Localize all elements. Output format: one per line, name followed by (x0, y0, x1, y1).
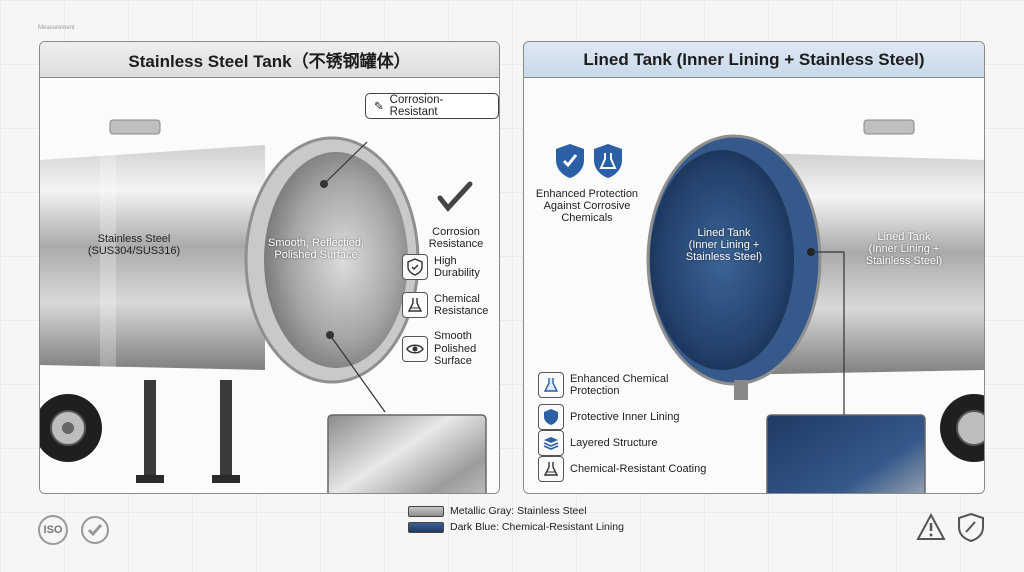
wrench-icon: ✎ (374, 101, 384, 113)
shield-tool-icon (958, 512, 984, 542)
shield-icon (538, 404, 564, 430)
protection-badges (554, 142, 624, 180)
callout-label: Corrosion-Resistant (389, 94, 444, 118)
warning-icon (916, 513, 946, 540)
outer-steel-label: Lined Tank (Inner Lining + Stainless Ste… (865, 231, 943, 267)
flask-icon (402, 292, 428, 318)
legend-swatch-gray (408, 505, 444, 517)
eye-icon (402, 335, 428, 362)
inner-lining-label: Lined Tank (Inner Lining + Stainless Ste… (685, 227, 763, 263)
feature-label: Protective Inner Lining (570, 410, 680, 423)
feature-item: Layered Structure (538, 430, 657, 456)
flask-shield-icon (538, 372, 564, 398)
shield-check-icon (556, 144, 584, 178)
surface-label: Smooth, Reflectied, Polished Surface (268, 237, 364, 261)
feature-label: Chemical Resistance (434, 292, 489, 318)
left-panel-title: Stainless Steel Tank（不锈钢罐体） (40, 42, 499, 78)
stainless-tank-scene: ✎ Corrosion-Resistant Stainless Steel (S… (40, 80, 499, 493)
layers-icon (538, 430, 564, 456)
lined-tank-panel: Lined Tank (Inner Lining + Stainless Ste… (523, 41, 985, 494)
feature-item: Chemical Resistance (402, 292, 488, 318)
feature-item: Protective Inner Lining (538, 404, 679, 430)
feature-item: High Durability (402, 254, 480, 280)
legend-label: Metallic Gray: Stainless Steel (450, 505, 587, 517)
legend-item: Metallic Gray: Stainless Steel (408, 503, 624, 519)
legend-swatch-blue (408, 521, 444, 533)
right-panel-title: Lined Tank (Inner Lining + Stainless Ste… (524, 42, 984, 78)
feature-label: Smooth Polished Surface (434, 330, 477, 367)
feature-label: High Durability (434, 254, 480, 280)
shield-check-icon (402, 254, 428, 280)
material-label: Stainless Steel (SUS304/SUS316) (87, 233, 181, 257)
flask-icon (538, 456, 564, 482)
stainless-tank-illustration (40, 80, 499, 493)
color-legend: Metallic Gray: Stainless Steel Dark Blue… (408, 503, 624, 535)
certified-check-icon (81, 516, 109, 544)
iso-badge: ISO (38, 515, 68, 545)
legend-item: Dark Blue: Chemical-Resistant Lining (408, 519, 624, 535)
measurement-label: Measurement (38, 25, 75, 31)
feature-label: Enhanced Chemical Protection (570, 372, 669, 398)
feature-label: Chemical-Resistant Coating (570, 462, 707, 475)
feature-item: Smooth Polished Surface (402, 330, 476, 368)
lined-tank-scene: Enhanced Protection Against Corrosive Ch… (524, 80, 984, 493)
feature-item: Chemical-Resistant Coating (538, 456, 706, 482)
badge-label: Enhanced Protection Against Corrosive Ch… (535, 188, 639, 224)
feature-item: Enhanced Chemical Protection (538, 372, 668, 398)
stainless-steel-panel: Stainless Steel Tank（不锈钢罐体） (39, 41, 500, 494)
legend-label: Dark Blue: Chemical-Resistant Lining (450, 521, 624, 533)
iso-label: ISO (43, 524, 63, 536)
check-label: Corrosion Resistance (428, 226, 484, 250)
feature-label: Layered Structure (570, 436, 658, 449)
corrosion-resistant-callout: ✎ Corrosion-Resistant (365, 93, 499, 119)
flask-shield-icon (594, 144, 622, 178)
